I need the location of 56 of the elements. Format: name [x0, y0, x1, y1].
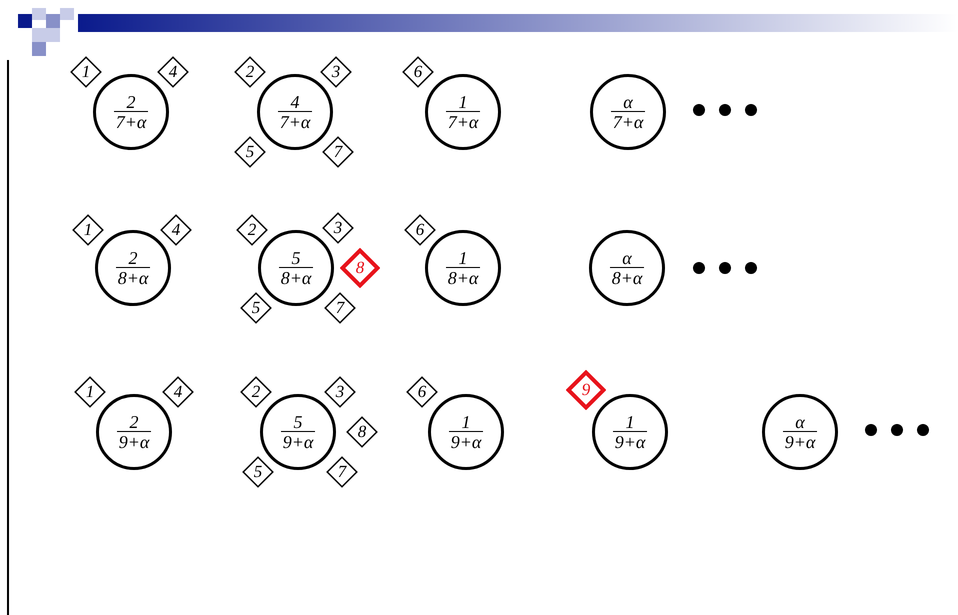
table-circle: [260, 394, 336, 470]
denominator: 8+α: [118, 268, 148, 288]
customer-diamond: 1: [72, 214, 104, 246]
numerator: 5: [281, 412, 315, 432]
customer-diamond: 3: [320, 56, 352, 88]
customer-diamond: 7: [322, 136, 354, 168]
table-circle: [93, 74, 169, 150]
numerator: 4: [278, 92, 312, 112]
highlighted-customer-diamond: 9: [566, 370, 606, 410]
numerator: 1: [446, 92, 480, 112]
numerator: 5: [279, 248, 313, 268]
customer-diamond: 2: [240, 376, 272, 408]
table-circle: [96, 394, 172, 470]
denominator: 9+α: [118, 432, 150, 452]
customer-diamond: 2: [234, 56, 266, 88]
denominator: 8+α: [448, 268, 478, 288]
customer-diamond: 2: [236, 214, 268, 246]
table-circle: [257, 74, 333, 150]
denominator: 9+α: [282, 432, 314, 452]
table-circle: [95, 230, 171, 306]
numerator: α: [783, 412, 817, 432]
customer-diamond: 3: [322, 212, 354, 244]
numerator: 2: [114, 92, 148, 112]
denominator: 7+α: [116, 112, 146, 132]
customer-diamond: 4: [160, 214, 192, 246]
customer-diamond: 6: [404, 214, 436, 246]
customer-diamond: 6: [402, 56, 434, 88]
numerator: 2: [117, 412, 151, 432]
numerator: 2: [116, 248, 150, 268]
numerator: α: [610, 248, 644, 268]
customer-diamond: 5: [234, 136, 266, 168]
customer-diamond: 4: [157, 56, 189, 88]
table-circle: [258, 230, 334, 306]
customer-diamond: 1: [74, 376, 106, 408]
denominator: 8+α: [612, 268, 642, 288]
customer-diamond: 7: [324, 292, 356, 324]
denominator: 8+α: [280, 268, 312, 288]
denominator: 7+α: [280, 112, 310, 132]
highlighted-customer-diamond: 8: [340, 248, 380, 288]
customer-diamond: 5: [242, 456, 274, 488]
numerator: 1: [446, 248, 480, 268]
customer-diamond: 8: [346, 416, 378, 448]
denominator: 7+α: [448, 112, 478, 132]
denominator: 7+α: [612, 112, 644, 132]
customer-diamond: 1: [70, 56, 102, 88]
customer-diamond: 5: [240, 292, 272, 324]
customer-diamond: 6: [406, 376, 438, 408]
customer-diamond: 4: [162, 376, 194, 408]
denominator: 9+α: [784, 432, 816, 452]
denominator: 9+α: [450, 432, 482, 452]
customer-diamond: 3: [324, 376, 356, 408]
numerator: 1: [449, 412, 483, 432]
numerator: α: [611, 92, 645, 112]
numerator: 1: [613, 412, 647, 432]
customer-diamond: 7: [326, 456, 358, 488]
denominator: 9+α: [614, 432, 646, 452]
